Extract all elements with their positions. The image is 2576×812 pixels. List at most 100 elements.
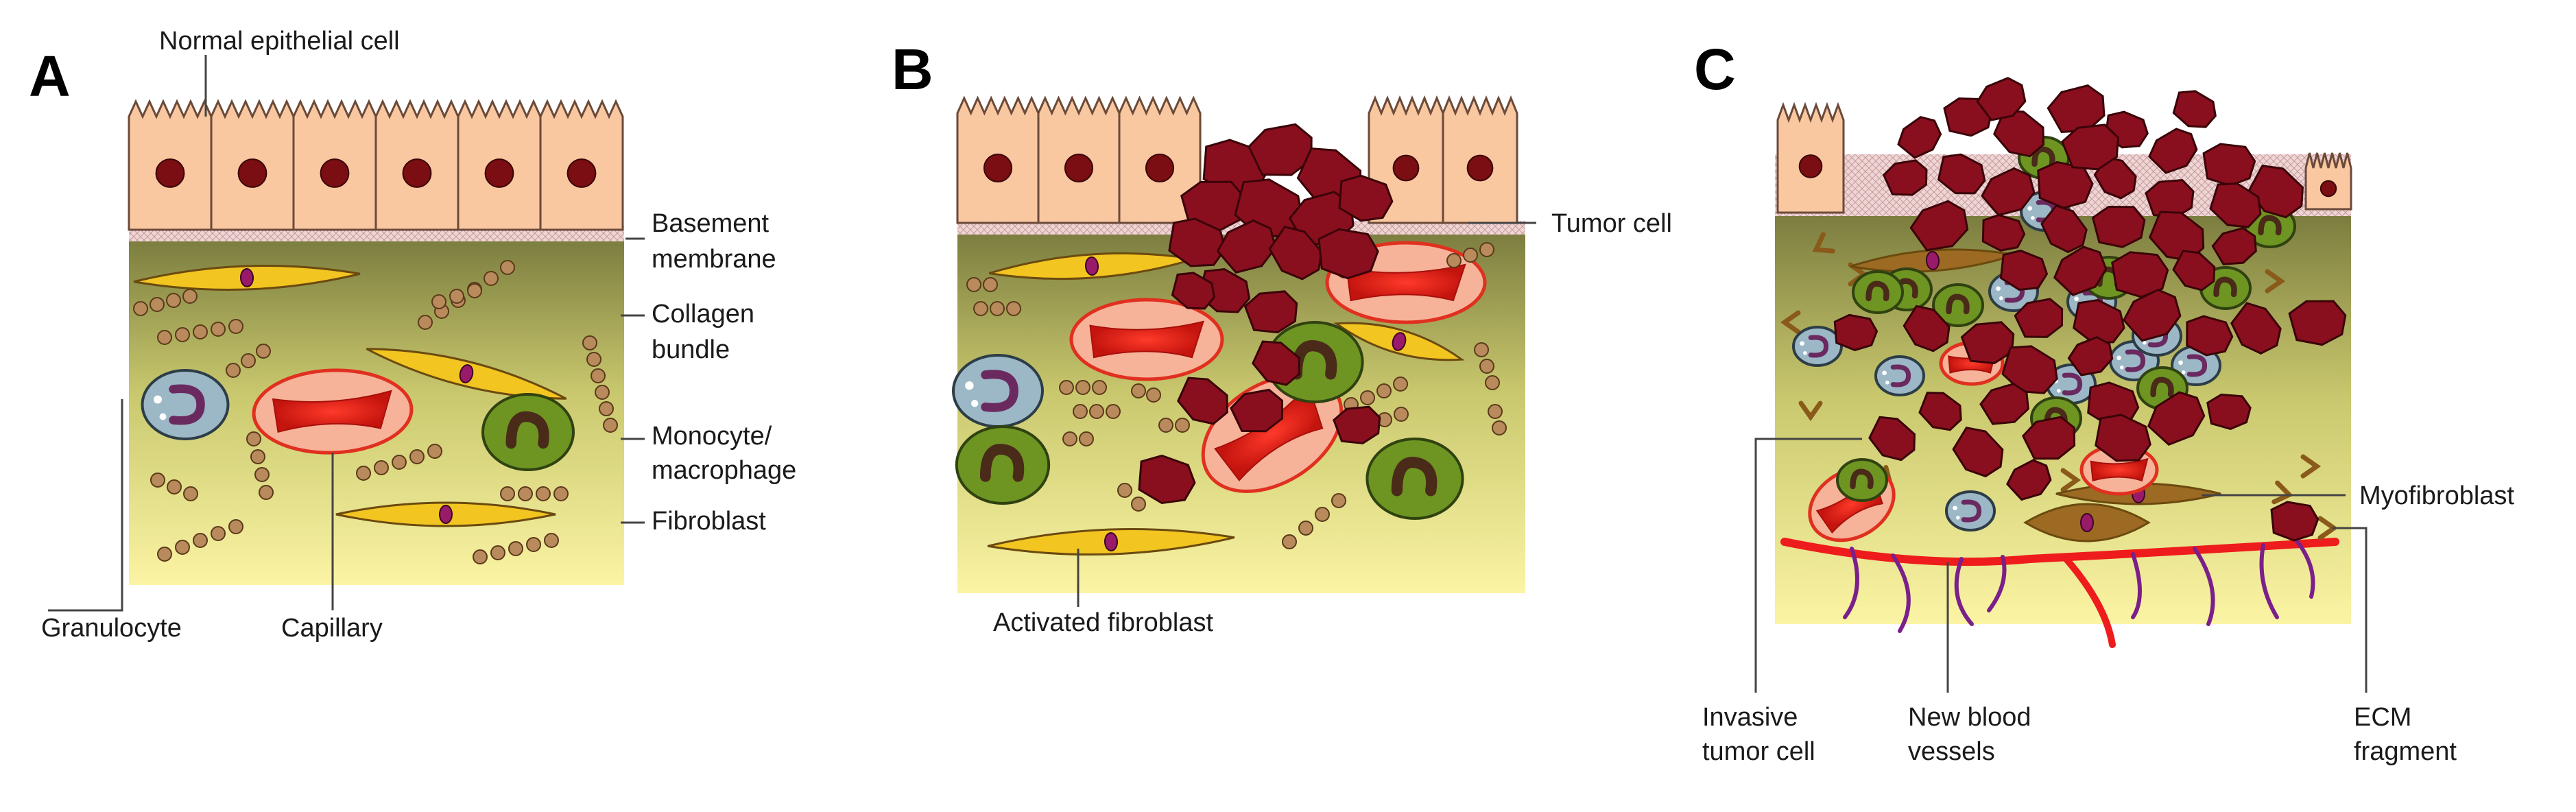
label-invasive: Invasive [1702, 703, 1798, 732]
granule [2074, 296, 2079, 302]
label-new-blood: New blood [1908, 703, 2031, 732]
epithelial-nucleus [402, 158, 432, 188]
fibroblast [987, 527, 1235, 556]
label-bundle: bundle [652, 335, 730, 364]
collagen-fiber [1394, 407, 1409, 422]
collagen-bundle [1488, 404, 1507, 435]
collagen-fiber [591, 368, 606, 383]
collagen-fiber [1492, 420, 1507, 435]
red-blood-cell [1346, 263, 1466, 302]
tumor-cell [1268, 226, 1323, 280]
monocyte-nucleus [2150, 377, 2174, 398]
fibroblast-nucleus [239, 268, 254, 287]
collagen-fiber [490, 545, 505, 560]
granulocyte-nucleus [2125, 349, 2146, 372]
tumor-cell [1909, 200, 1969, 252]
collagen-bundle [1062, 431, 1094, 446]
granule [2027, 206, 2032, 211]
panel-letter-a: A [29, 44, 71, 108]
collagen-fiber [1117, 483, 1132, 498]
epithelial-nucleus [1798, 154, 1823, 178]
new-blood-vessel-main [1780, 538, 2339, 566]
monocyte [1852, 270, 1904, 314]
tumor-cell [1216, 219, 1277, 274]
tumor-cell [2040, 204, 2088, 254]
granule [2116, 355, 2121, 361]
collagen-fiber [409, 449, 425, 464]
epithelial-cell [956, 95, 1040, 224]
collagen-bundle [226, 344, 271, 378]
collagen-fiber [157, 330, 172, 345]
fibroblast [1333, 322, 1465, 361]
collagen-fiber [1073, 404, 1088, 419]
tumor-cell [2206, 393, 2252, 430]
epithelial-cell [374, 99, 460, 231]
new-blood-vessel-sprout [2131, 552, 2142, 619]
granule [1800, 341, 1804, 346]
capillary [252, 368, 414, 455]
collagen-bundle [973, 301, 1021, 316]
tumor-cell [1333, 405, 1381, 444]
tumor-cell [2053, 246, 2108, 296]
tumor-cell [2145, 179, 2195, 219]
capillary [2079, 444, 2159, 496]
collagen-fiber [449, 289, 464, 304]
epithelial-cell [539, 99, 624, 231]
tumor-cell [2095, 414, 2151, 462]
tumor-cell [1882, 159, 1928, 196]
tumor-cell [1243, 290, 1298, 334]
tumor-cell [1981, 214, 2026, 252]
monocyte [481, 393, 575, 471]
new-blood-vessel-sprout [2259, 543, 2279, 619]
tumor-cell [2209, 182, 2262, 228]
new-blood-vessel-sprout [1843, 547, 1859, 619]
collagen-fiber [1079, 431, 1094, 446]
collagen-fiber [1282, 534, 1297, 549]
collagen-fiber [1393, 377, 1408, 392]
granulocyte [1792, 326, 1843, 367]
collagen-fiber [246, 431, 261, 446]
tumor-cell [1979, 383, 2029, 425]
collagen-fiber [374, 460, 389, 475]
fibroblast-nucleus [439, 505, 453, 524]
tumor-cell [1960, 321, 2015, 365]
collagen-fiber [1479, 242, 1494, 257]
label-myofibroblast: Myofibroblast [2359, 481, 2514, 510]
collagen-fiber [392, 455, 407, 470]
monocyte-nucleus [1865, 280, 1889, 302]
collagen-fiber [1474, 342, 1489, 357]
epithelial-nucleus [237, 158, 267, 188]
tumor-cell [1252, 340, 1300, 386]
epithelial-cell [1776, 102, 1845, 214]
collagen-fiber [166, 293, 181, 308]
collagen-fiber [973, 301, 988, 316]
granule [1996, 286, 2001, 291]
new-blood-vessel-sprout [1954, 557, 1974, 626]
collagen-fiber [467, 283, 482, 298]
collagen-fiber [356, 466, 371, 481]
epithelial-cell [292, 99, 377, 231]
collagen-fiber [595, 385, 610, 400]
label-granulocyte: Granulocyte [41, 614, 182, 643]
monocyte-body [955, 425, 1051, 505]
epithelial-nucleus [1392, 154, 1420, 182]
tumor-cell [2147, 391, 2206, 446]
new-blood-vessel-sprout [1891, 553, 1911, 633]
granulocyte [141, 369, 230, 440]
collagen-fiber [1446, 253, 1462, 268]
label-invasive-tumor-cell: tumor cell [1702, 737, 1815, 766]
granule [2143, 341, 2147, 345]
collagen-fiber [431, 294, 446, 309]
monocyte-nucleus [979, 444, 1025, 482]
monocyte-nucleus [1850, 468, 1874, 490]
epithelial-nucleus [320, 158, 350, 188]
tumor-cell [1177, 377, 1228, 425]
tumor-cell [2148, 128, 2198, 174]
collagen-fiber [1131, 383, 1146, 398]
collagen-fiber [1463, 248, 1478, 263]
tumor-cell [1952, 426, 2004, 478]
fibroblast-nucleus [1925, 251, 1940, 270]
tumor-cell [1993, 109, 2045, 158]
granule [1999, 296, 2003, 300]
